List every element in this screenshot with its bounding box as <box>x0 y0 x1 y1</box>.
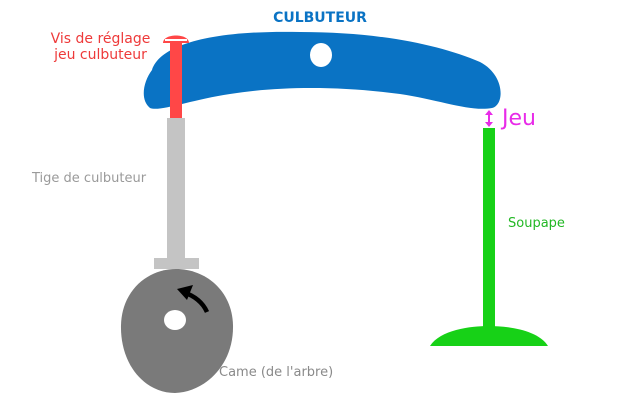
valve-label: Soupape <box>508 216 565 231</box>
adjusting-screw-slot <box>165 39 187 41</box>
adjusting-screw-label: Vis de réglage jeu culbuteur <box>18 31 183 63</box>
adjusting-screw-label-line1: Vis de réglage <box>50 31 151 47</box>
valve-stem <box>483 128 495 328</box>
diagram-title: CULBUTEUR <box>273 10 367 26</box>
adjusting-screw <box>170 42 182 118</box>
clearance-arrow-icon <box>485 110 493 127</box>
pushrod-label: Tige de culbuteur <box>32 171 147 186</box>
cam-label: Came (de l'arbre) <box>219 365 334 380</box>
adjusting-screw-label-line2: jeu culbuteur <box>54 47 147 63</box>
pushrod <box>167 118 185 258</box>
rocker-pivot-hole <box>310 43 332 67</box>
cam-lobe <box>120 269 234 393</box>
camshaft-hole <box>164 310 186 330</box>
clearance-label: Jeu <box>502 106 536 131</box>
rocker-arm <box>143 31 501 109</box>
pushrod-foot <box>154 258 199 269</box>
rotation-arrow-icon <box>177 285 210 314</box>
valve-head <box>430 326 548 346</box>
